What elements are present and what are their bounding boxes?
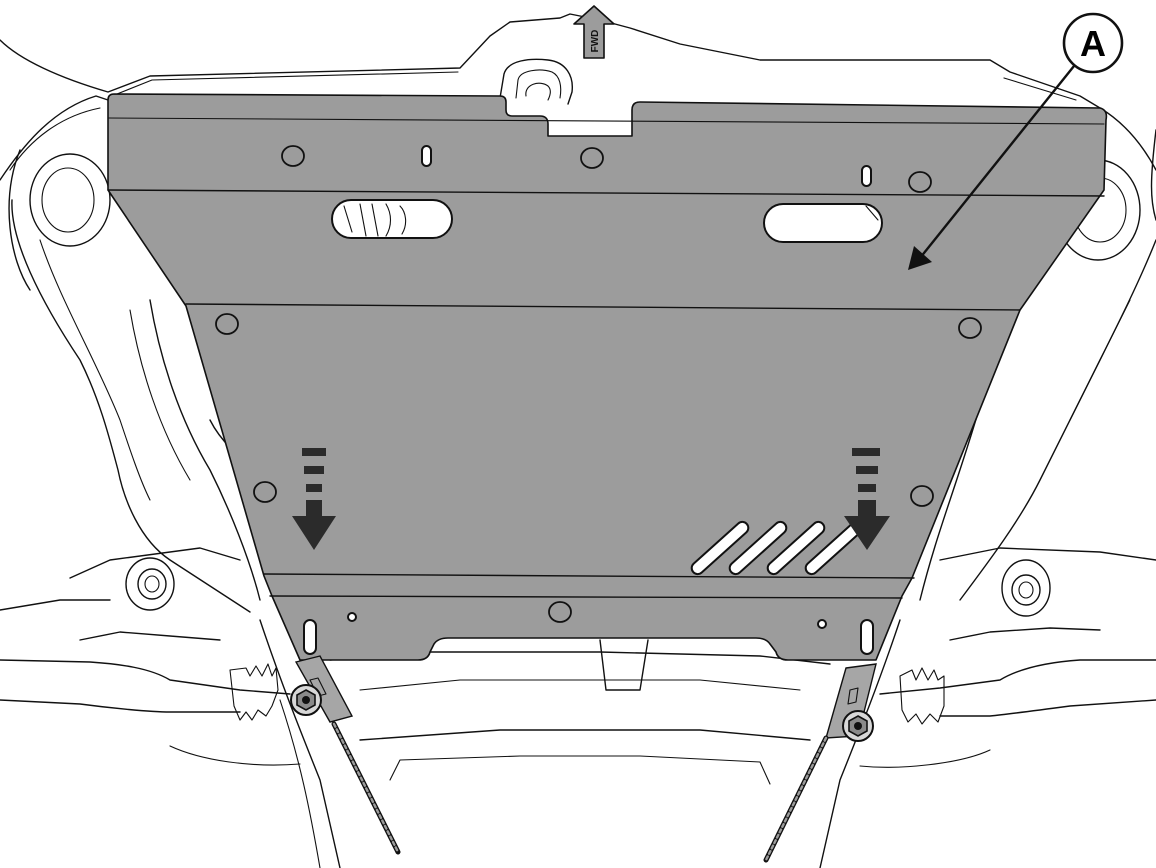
- access-window-left: [331, 199, 453, 239]
- left-frame-inner: [39, 239, 151, 501]
- body-outline-top-inner: [111, 71, 459, 97]
- vertical-slot: [421, 145, 432, 167]
- right-bushing-mid: [1011, 574, 1041, 606]
- mounting-hole: [253, 481, 277, 503]
- right-lower-rail: [939, 547, 1156, 561]
- left-frame-lower-inner: [279, 699, 321, 868]
- bolt-icon: [842, 710, 874, 742]
- right-tie-rod-2: [939, 699, 1156, 717]
- center-hook-slot: [525, 82, 551, 101]
- callout-circle: [1062, 12, 1124, 74]
- louvers: [690, 520, 864, 576]
- right-fender: [1099, 107, 1156, 171]
- left-lower-rail: [69, 547, 241, 579]
- bolt-slot-left: [303, 619, 317, 655]
- left-bushing-outer: [125, 557, 175, 611]
- center-hook-outer: [499, 58, 573, 105]
- left-subframe-inner: [129, 309, 191, 481]
- access-window-left-detail: [343, 203, 407, 237]
- body-outline-top: [0, 13, 1101, 109]
- right-bushing-inner: [1018, 581, 1034, 599]
- right-lower-contour: [859, 749, 991, 768]
- small-hole: [347, 612, 357, 622]
- left-bushing-inner: [144, 575, 160, 593]
- plate-upper-bend: [107, 189, 1105, 197]
- right-boot: [899, 667, 945, 725]
- right-frame-lower: [819, 619, 901, 868]
- left-tie-rod-2: [0, 699, 241, 713]
- center-hook-inner: [515, 69, 562, 99]
- callout-arrowhead: [908, 246, 932, 270]
- cable-tie-icon: [763, 735, 829, 863]
- left-boot: [229, 663, 279, 721]
- center-crossmember-inner: [359, 679, 801, 691]
- callout-label: A: [1080, 23, 1106, 64]
- center-lower-line-2: [389, 755, 771, 785]
- downward-arrow-icon: [292, 448, 336, 550]
- mounting-hole: [215, 313, 239, 335]
- left-bushing-mid: [137, 568, 167, 600]
- right-arm: [949, 627, 1101, 641]
- left-strut-mount-inner: [41, 167, 95, 233]
- left-fender: [0, 95, 109, 181]
- forward-arrow-icon: FWD: [573, 5, 615, 59]
- left-tie-rod: [0, 659, 291, 695]
- mounting-hole: [908, 171, 932, 193]
- plate-middle-bend: [185, 303, 1021, 311]
- mounting-hole: [580, 147, 604, 169]
- left-lower-contour: [169, 745, 301, 766]
- small-hole: [817, 619, 827, 629]
- mounting-hole: [548, 601, 572, 623]
- body-outline-top-inner-right: [1003, 77, 1077, 101]
- callout-leader-line: [919, 65, 1075, 259]
- mounting-hole: [910, 485, 934, 507]
- right-tie-rod: [879, 659, 1156, 695]
- mounting-hole: [281, 145, 305, 167]
- left-frame-lower: [259, 619, 341, 868]
- plate-lower-bend: [263, 573, 915, 579]
- cable-tie-icon: [331, 721, 401, 855]
- bolt-slot-right: [860, 619, 874, 655]
- access-window-right: [763, 203, 883, 243]
- left-lower-rail-2: [0, 599, 111, 611]
- bolt-icon: [290, 684, 322, 716]
- right-bushing-outer: [1001, 559, 1051, 617]
- access-window-right-detail: [865, 205, 879, 221]
- right-frame-inner: [1069, 299, 1131, 421]
- callout-a: A: [908, 12, 1124, 270]
- fwd-label: FWD: [590, 30, 601, 53]
- left-wheel-arch: [8, 149, 31, 291]
- vertical-slot: [861, 165, 872, 187]
- center-lower-line: [359, 729, 811, 741]
- louver-slot: [766, 520, 826, 576]
- right-wheel-arch: [1150, 129, 1156, 221]
- skid-plate: [107, 93, 1108, 661]
- downward-arrow-icon: [844, 448, 890, 550]
- plate-top-bend: [107, 117, 1105, 125]
- louver-slot: [690, 520, 750, 576]
- center-drain-bracket: [599, 639, 649, 691]
- skid-plate-body: [107, 93, 1108, 661]
- left-frame-edge: [11, 199, 251, 613]
- plate-bottom-bend: [269, 595, 903, 599]
- left-subframe-edge: [149, 299, 261, 601]
- mounting-hole: [958, 317, 982, 339]
- left-arm: [79, 631, 221, 641]
- louver-slot: [728, 520, 788, 576]
- vehicle-underbody: [0, 13, 1156, 868]
- left-strut-mount: [29, 153, 111, 247]
